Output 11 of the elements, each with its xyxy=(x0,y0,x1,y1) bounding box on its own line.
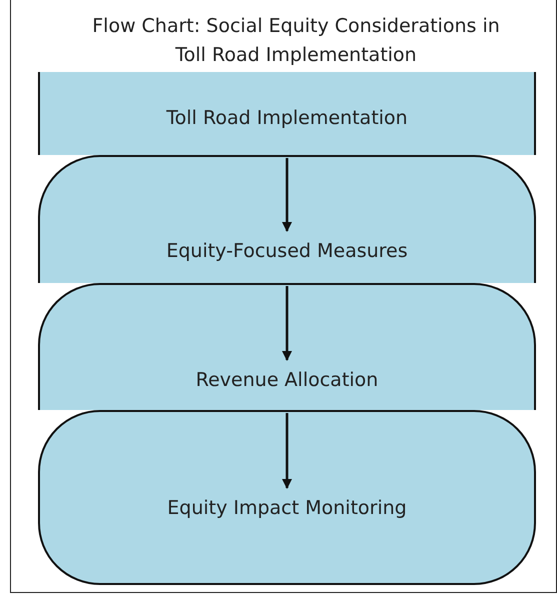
chart-title: Flow Chart: Social Equity Considerations in Toll Road Implementation xyxy=(91,14,501,68)
node-label: Equity Impact Monitoring xyxy=(166,496,408,520)
arrow xyxy=(282,158,292,232)
node-label: Toll Road Implementation xyxy=(165,106,409,130)
node-label: Equity-Focused Measures xyxy=(165,239,409,263)
arrow xyxy=(282,286,292,361)
rounded-process-box xyxy=(38,410,536,585)
arrow xyxy=(282,413,292,489)
node-label: Revenue Allocation xyxy=(194,368,380,392)
rounded-process-box xyxy=(38,155,536,283)
rounded-process-box xyxy=(38,283,536,410)
